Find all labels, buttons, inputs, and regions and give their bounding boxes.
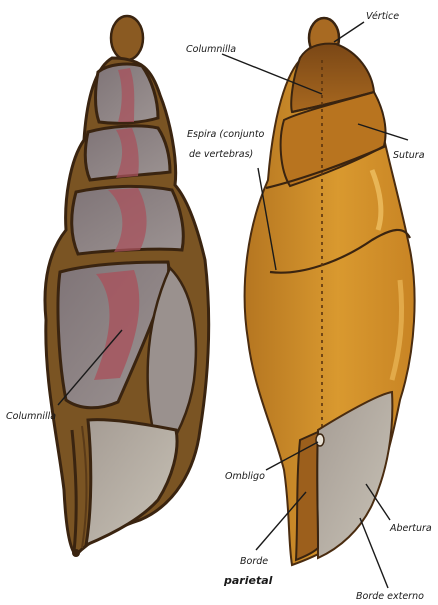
right-shell	[245, 18, 415, 565]
umbilicus	[316, 434, 324, 446]
label-vertice: Vértice	[366, 11, 399, 22]
leader-borde-externo	[360, 518, 388, 588]
left-base-tip	[72, 549, 80, 557]
label-columnilla-left: Columnilla	[6, 411, 56, 422]
label-abertura: Abertura	[389, 523, 432, 534]
label-borde-externo: Borde externo	[356, 591, 424, 602]
right-parietal-lip	[296, 432, 318, 560]
label-borde-parietal-line2: parietal	[223, 574, 273, 587]
left-shell	[45, 16, 209, 557]
label-borde-parietal-line1: Borde	[240, 556, 268, 567]
left-apex	[111, 16, 143, 60]
label-espira-line1: Espira (conjunto	[187, 129, 265, 140]
left-aperture	[86, 420, 177, 545]
label-columnilla-right: Columnilla	[186, 44, 236, 55]
label-espira-line2: de vertebras)	[189, 149, 253, 160]
label-ombligo: Ombligo	[225, 471, 265, 482]
label-sutura: Sutura	[393, 150, 425, 161]
